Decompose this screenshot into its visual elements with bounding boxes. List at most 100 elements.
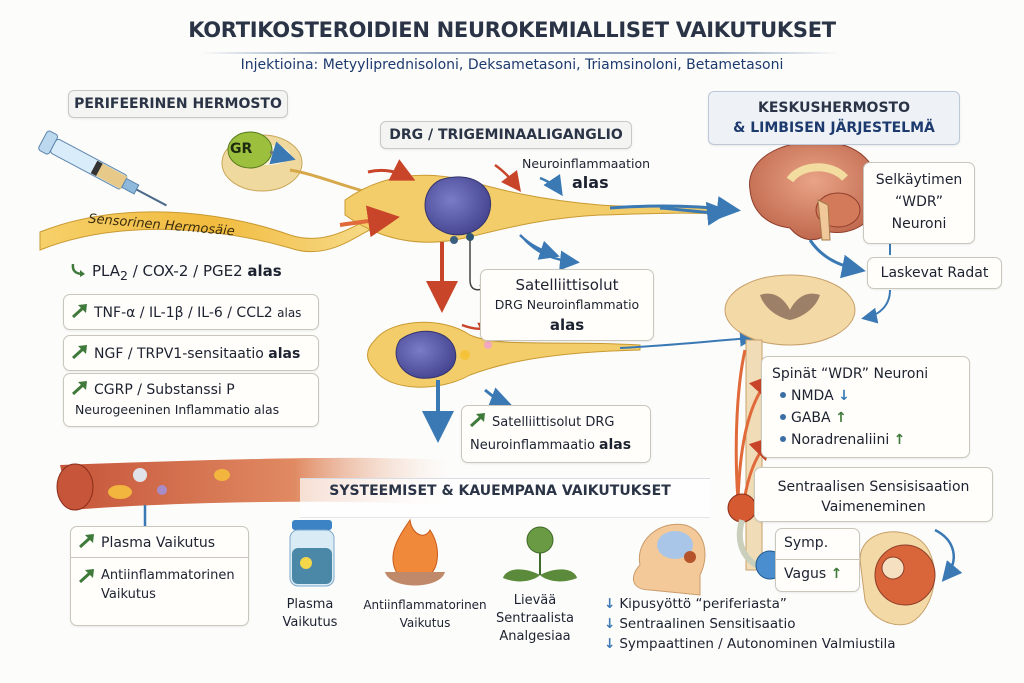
selk-line3: Neuroni — [891, 216, 947, 232]
satellite-cells-text: Satelliittisolut — [515, 276, 619, 294]
arrow-up-icon: ↑ — [835, 410, 847, 426]
central-sensitization-box: Sentraalisen Sensisisaation Vaimeneminen — [754, 467, 993, 522]
vagus-text: Vagus — [784, 566, 827, 582]
systemic-effects-list: ↓Kipusyöttö “periferiasta” ↓Sentraalinen… — [604, 594, 896, 654]
effect-item: ↓Kipusyöttö “periferiasta” — [604, 594, 896, 614]
central-sensitization-line1: Sentraalisen Sensisisaation — [777, 479, 970, 495]
green-arrow-icon — [470, 413, 485, 427]
cgrp-text: CGRP / Substanssi P — [94, 382, 235, 398]
cns-section-header: KESKUSHERMOSTO & LIMBISEN JÄRJESTELMÄ — [708, 91, 960, 145]
arrow-down-icon: ↓ — [838, 388, 850, 404]
pla-cox-pge2-line: PLA2 / COX-2 / PGE2 alas — [70, 262, 282, 283]
spinal-wdr-title: Spinät “WDR” Neuroni — [772, 366, 929, 382]
cns-header-line1: KESKUSHERMOSTO — [758, 100, 910, 116]
alas-text: alas — [247, 262, 282, 280]
neuroinflammation-label: Neuroinflammaation — [522, 156, 651, 171]
pla-text: PLA — [92, 262, 121, 280]
gaba-label: GABA — [791, 410, 831, 426]
anti-inflammatory-caption: Antiinflammatorinen Vaikutus — [355, 596, 495, 632]
satellite-cells-drg-text: Satelliittisolut DRG — [492, 415, 615, 430]
green-curved-arrow-icon — [71, 263, 85, 277]
alas-text: alas — [277, 306, 302, 320]
effect-text: Sympaattinen / Autonominen Valmiustila — [619, 636, 896, 652]
bullet-icon — [780, 436, 786, 442]
arrow-up-icon: ↑ — [893, 432, 906, 448]
systemic-section-header: SYSTEEMISET & KAUEMPANA VAIKUTUKSET — [329, 483, 671, 499]
sensory-nerve-label: Sensorinen Hermosäie — [87, 211, 236, 240]
title-divider — [200, 52, 840, 54]
analgesia-caption: Lievää Sentraalista Analgesiaa — [485, 592, 585, 646]
plasma-caption: Plasma Vaikutus — [270, 596, 350, 632]
gr-label: GR — [230, 141, 253, 157]
satellite-cells-box-1: Satelliittisolut DRG Neuroinflammatio al… — [480, 269, 654, 341]
effect-text: Kipusyöttö “periferiasta” — [619, 596, 787, 612]
caption-line: Analgesiaa — [499, 629, 571, 644]
drg-neuron-1 — [344, 174, 721, 244]
arrow-down-icon: ↓ — [604, 636, 616, 652]
caption-line: Vaikutus — [282, 615, 338, 630]
noradrenaline-label: Noradrenaliini — [791, 432, 890, 448]
neuroinflammation-text: Neuroinflammaatio — [470, 438, 600, 453]
vagus-label: Vagus ↑ — [775, 560, 860, 592]
selk-line2: “WDR” — [895, 194, 943, 210]
green-arrow-icon — [72, 381, 87, 395]
central-sensitization-line2: Vaimeneminen — [821, 499, 926, 515]
caption-line: Vaikutus — [399, 616, 451, 630]
page-subtitle: Injektioina: Metyyliprednisoloni, Deksam… — [240, 57, 784, 73]
effect-item: ↓Sympaattinen / Autonominen Valmiustila — [604, 634, 896, 654]
brain-icon — [749, 141, 879, 241]
alas-text: alas — [549, 316, 585, 334]
alas-text: alas — [599, 437, 632, 453]
page-title: KORTIKOSTEROIDIEN NEUROKEMIALLISET VAIKU… — [188, 18, 836, 42]
green-arrow-icon — [72, 345, 87, 359]
head-brain-icon — [632, 523, 706, 596]
peripheral-section-header: PERIFEERINEN HERMOSTO — [68, 90, 288, 118]
spinal-wdr-neuron-box: Selkäytimen “WDR” Neuroni — [863, 162, 975, 244]
selk-line1: Selkäytimen — [875, 172, 963, 188]
green-arrow-icon — [79, 534, 94, 548]
cns-header-line2: & LIMBISEN JÄRJESTELMÄ — [733, 120, 935, 136]
ngf-trpv1-box: NGF / TRPV1-sensitaatio alas — [63, 335, 319, 371]
green-arrow-icon — [79, 569, 94, 583]
arrow-down-icon: ↓ — [604, 616, 616, 632]
caption-line: Sentraalista — [496, 611, 574, 626]
alas-text: alas — [268, 346, 301, 362]
plasma-effect-text: Plasma Vaikutus — [101, 535, 216, 551]
spinal-wdr-box: Spinät “WDR” Neuroni NMDA ↓ GABA ↑ Norad… — [761, 356, 970, 458]
systemic-header-band — [300, 478, 710, 518]
arrow-down-icon: ↓ — [604, 596, 616, 612]
nmda-label: NMDA — [791, 388, 834, 404]
ngf-text: NGF / TRPV1-sensitaatio — [94, 346, 269, 362]
effect-text: Sentraalinen Sensitisaatio — [619, 616, 796, 632]
cytokines-text: TNF-α / IL-1β / IL-6 / CCL2 — [94, 305, 278, 321]
effect-item: ↓Sentraalinen Sensitisaatio — [604, 614, 896, 634]
green-arrow-icon — [72, 304, 87, 318]
cytokines-box: TNF-α / IL-1β / IL-6 / CCL2 alas — [63, 294, 319, 330]
syringe-icon — [38, 130, 167, 207]
noradrenaline-item: Noradrenaliini ↑ — [772, 429, 959, 451]
satellite-cells-box-2: Satelliittisolut DRG Neuroinflammaatio a… — [461, 405, 651, 463]
plant-icon — [503, 526, 577, 582]
drg-neuroinflammation-text: DRG Neuroinflammatio — [494, 297, 640, 312]
neuroinflammation-alas: alas — [572, 173, 609, 192]
gaba-item: GABA ↑ — [772, 407, 959, 429]
caption-line: Lievää — [513, 593, 557, 608]
descending-pathways-box: Laskevat Radat — [867, 257, 1002, 289]
bullet-icon — [780, 392, 786, 398]
nmda-item: NMDA ↓ — [772, 385, 959, 407]
drg-section-header: DRG / TRIGEMINAALIGANGLIO — [380, 121, 632, 149]
bullet-icon — [780, 414, 786, 420]
effect-text: Vaikutus — [101, 587, 156, 602]
flame-icon — [385, 518, 445, 586]
caption-line: Antiinflammatorinen — [363, 598, 487, 612]
arrow-up-icon: ↑ — [830, 566, 843, 582]
sympathetic-label: Symp. — [775, 528, 860, 560]
neurogenic-inflammation-text: Neurogeeninen Inflammatio alas — [75, 402, 280, 417]
cgrp-substance-p-box: CGRP / Substanssi P Neurogeeninen Inflam… — [63, 373, 319, 427]
anti-inflammatory-text: Antiinflammatorinen — [101, 568, 235, 583]
jar-icon — [289, 520, 335, 587]
cox-pge2-text: / COX-2 / PGE2 — [127, 262, 248, 280]
pla-subscript: 2 — [120, 268, 128, 283]
caption-line: Plasma — [286, 597, 334, 612]
